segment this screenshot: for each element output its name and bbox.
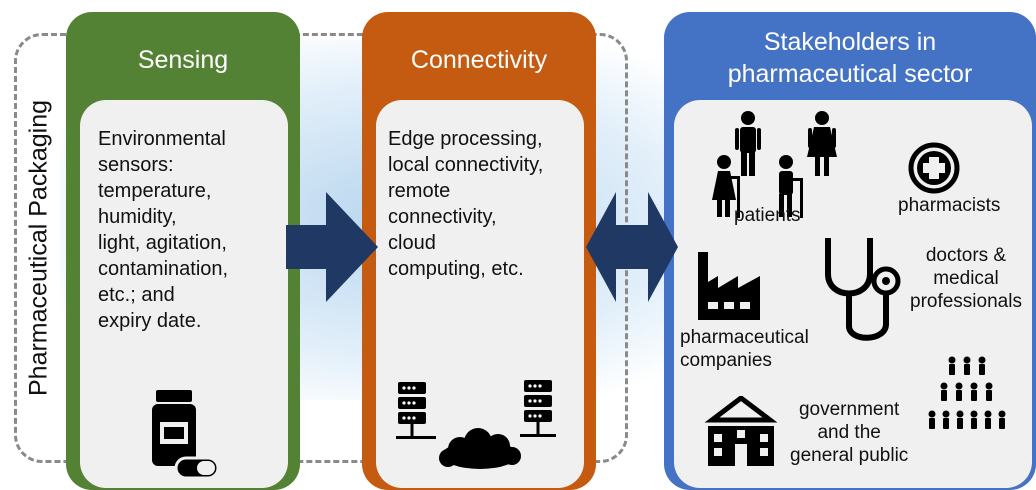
sensing-title: Sensing — [137, 46, 229, 74]
text-line: cloud — [388, 232, 436, 254]
pharmaceutical-packaging-label: Pharmaceutical Packaging — [24, 100, 53, 396]
connectivity-content-box: Edge processing, local connectivity, rem… — [376, 100, 584, 488]
text-line: Environmental — [98, 128, 226, 150]
text-line: companies — [680, 350, 772, 371]
government-building-icon — [704, 396, 778, 466]
sensing-content-box: Environmental sensors: temperature, humi… — [80, 100, 288, 488]
text-line: temperature, — [98, 180, 212, 202]
text-line: etc.; and — [98, 284, 175, 306]
text-line: sensors: — [98, 154, 174, 176]
server-icon — [520, 380, 556, 437]
text-line: contamination, — [98, 258, 229, 280]
text-line: doctors & — [925, 245, 1007, 266]
sensing-to-connectivity-arrow — [286, 192, 378, 302]
stakeholders-content-box: patients pharmacists doctors & medical p… — [674, 100, 1032, 488]
server-icon — [396, 382, 436, 439]
text-line: and the — [817, 422, 881, 443]
connectivity-description: Edge processing, local connectivity, rem… — [388, 126, 543, 282]
stakeholders-title-line2: pharmaceutical sector — [727, 60, 973, 88]
stakeholders-panel: Stakeholders in pharmaceutical sector — [664, 12, 1036, 490]
connectivity-panel: Connectivity Edge processing, local conn… — [362, 12, 596, 490]
text-line: medical — [933, 268, 999, 289]
medical-cross-icon — [908, 142, 960, 194]
sensing-panel: Sensing Environmental sensors: temperatu… — [66, 12, 300, 490]
government-label: government and the general public — [790, 398, 908, 467]
cloud-icon — [439, 428, 521, 469]
text-line: local connectivity, — [388, 154, 544, 176]
text-line: government — [798, 399, 900, 420]
text-line: computing, etc. — [388, 258, 524, 280]
text-line: general public — [790, 445, 909, 466]
companies-label: pharmaceutical companies — [680, 326, 809, 372]
crowd-icon — [928, 356, 1006, 429]
text-line: humidity, — [98, 206, 177, 228]
text-line: light, agitation, — [98, 232, 227, 254]
text-line: pharmaceutical — [680, 327, 809, 348]
text-line: connectivity, — [388, 206, 497, 228]
text-line: professionals — [910, 291, 1022, 312]
pharmacists-label: pharmacists — [898, 195, 1001, 216]
connectivity-title: Connectivity — [410, 46, 548, 74]
factory-icon — [698, 252, 760, 320]
text-line: remote — [388, 180, 451, 202]
patients-icon — [712, 111, 837, 218]
stethoscope-icon — [825, 238, 901, 341]
connectivity-stakeholders-double-arrow — [586, 192, 678, 302]
patients-label: patients — [734, 205, 801, 226]
sensing-description: Environmental sensors: temperature, humi… — [98, 126, 228, 334]
doctors-label: doctors & medical professionals — [910, 244, 1022, 313]
medicine-bottle-icon — [152, 390, 220, 480]
text-line: Edge processing, — [388, 128, 543, 150]
text-line: expiry date. — [98, 310, 202, 332]
stakeholders-title-line1: Stakeholders in — [763, 28, 937, 56]
